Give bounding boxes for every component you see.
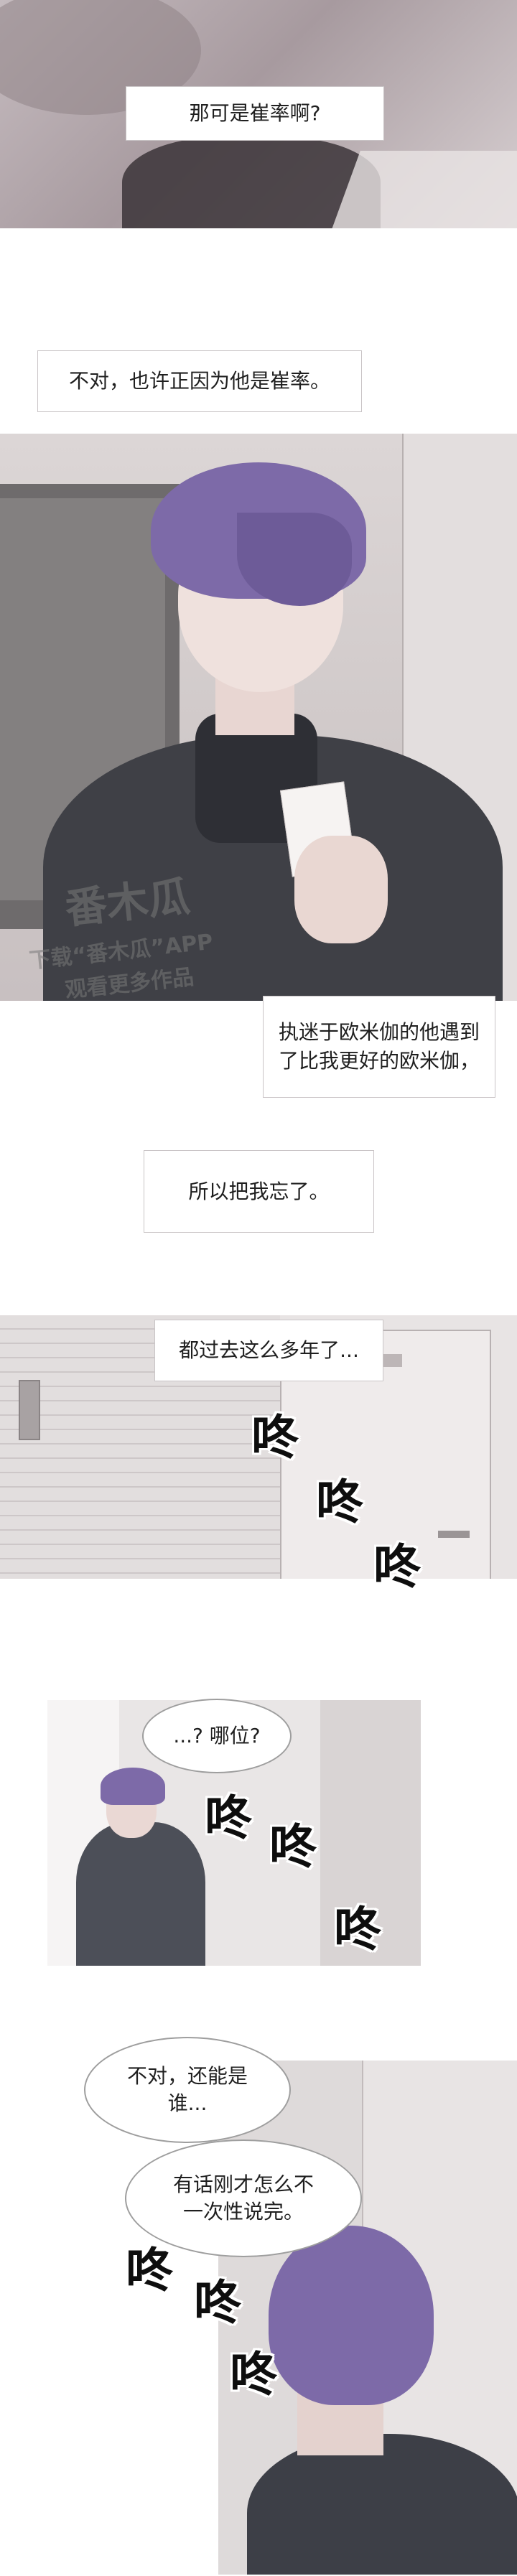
- caption-3: 执迷于欧米伽的他遇到了比我更好的欧米伽，: [263, 996, 495, 1098]
- caption-2: 不对，也许正因为他是崔率。: [37, 350, 362, 412]
- sfx-knock-5: 咚: [269, 1819, 317, 1875]
- sfx-knock-8: 咚: [194, 2275, 241, 2330]
- collar-shape: [329, 151, 517, 228]
- door-handle: [438, 1531, 470, 1538]
- shoulder-shape: [247, 2434, 517, 2575]
- sfx-knock-9: 咚: [230, 2347, 277, 2402]
- speech-bubble-who: ...? 哪位?: [142, 1699, 292, 1773]
- sfx-knock-2: 咚: [316, 1475, 363, 1530]
- sfx-knock-6: 咚: [334, 1902, 381, 1957]
- back-hair: [269, 2226, 434, 2405]
- caption-5: 都过去这么多年了...: [154, 1320, 383, 1381]
- sfx-knock-3: 咚: [373, 1539, 421, 1595]
- sfx-knock-1: 咚: [251, 1410, 299, 1465]
- hand-shape: [294, 836, 388, 943]
- figure-body: [76, 1822, 205, 1966]
- light-switch: [19, 1380, 40, 1440]
- panel-back-of-head: [218, 2061, 517, 2575]
- panel-kiss-scene: [0, 0, 517, 228]
- speech-bubble-who-else: 不对，还能是谁...: [84, 2037, 291, 2143]
- panel-man-portrait: [0, 434, 517, 1001]
- speech-bubble-say-it-once: 有话刚才怎么不一次性说完。: [125, 2139, 362, 2257]
- caption-1: 那可是崔率啊?: [126, 86, 384, 141]
- caption-4: 所以把我忘了。: [144, 1150, 374, 1233]
- sfx-knock-7: 咚: [126, 2243, 173, 2298]
- hair-fringe: [237, 513, 352, 606]
- sfx-knock-4: 咚: [205, 1791, 252, 1846]
- wall-panel: [320, 1700, 421, 1966]
- figure-hair: [101, 1768, 165, 1805]
